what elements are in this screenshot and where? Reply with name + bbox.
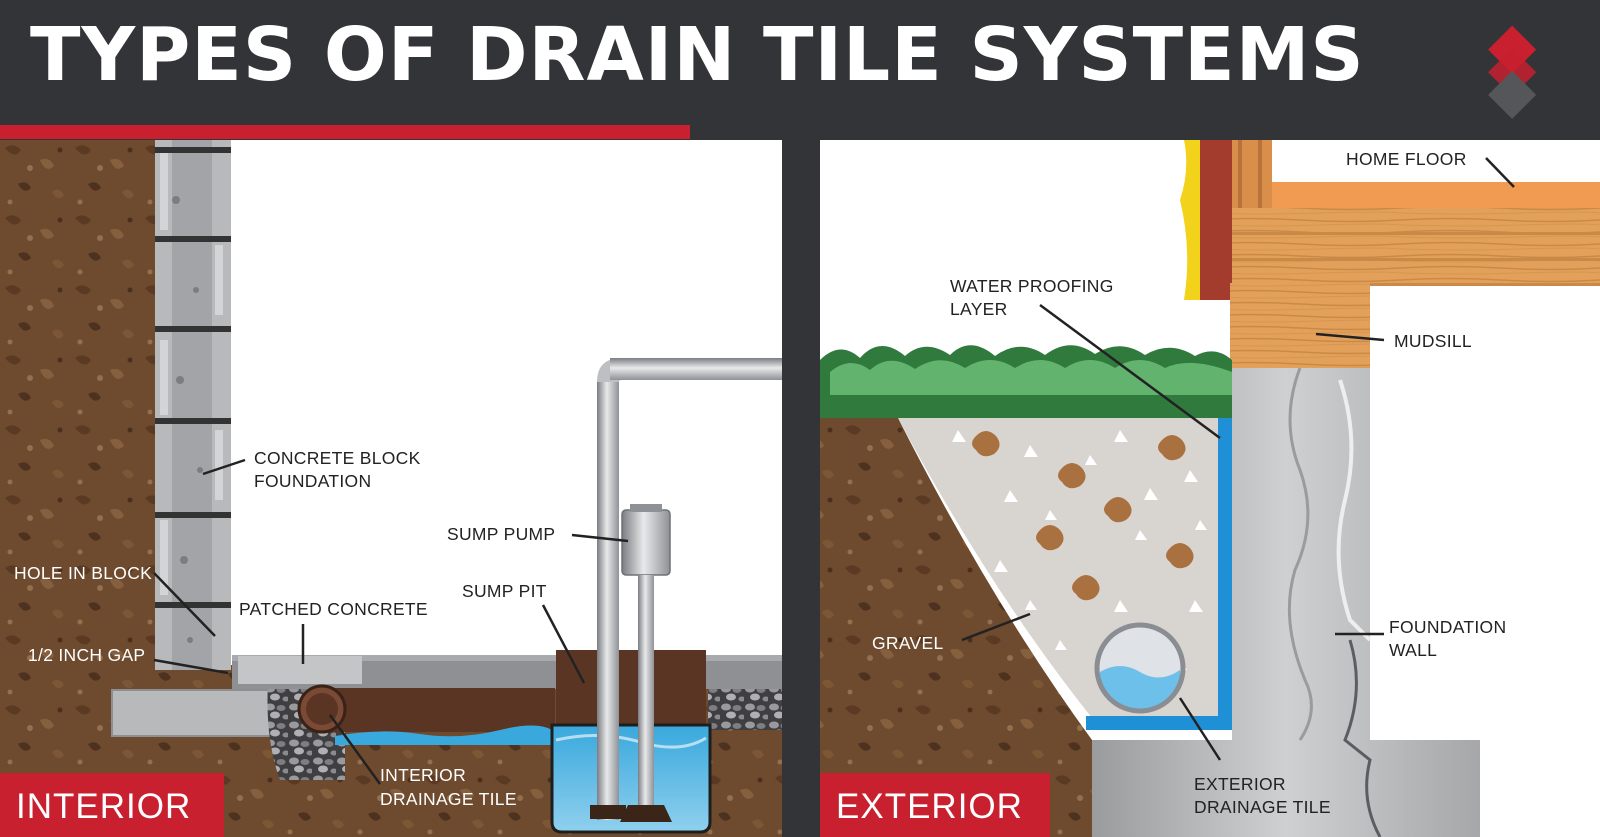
- interior-panel: CONCRETE BLOCK FOUNDATION HOLE IN BLOCK …: [0, 140, 782, 837]
- patched-concrete: [238, 656, 362, 684]
- label-patched-concrete: PATCHED CONCRETE: [239, 599, 428, 619]
- label-water-proofing-layer: LAYER: [950, 299, 1008, 319]
- exterior-tag-label: EXTERIOR: [836, 787, 1023, 826]
- trench-water: [335, 725, 555, 745]
- header-bar: TYPES OF DRAIN TILE SYSTEMS: [0, 0, 1600, 140]
- exterior-panel: HOME FLOOR WATER PROOFING LAYER MUDSILL …: [820, 140, 1600, 837]
- concrete-block-wall: [155, 140, 231, 670]
- panel-divider: [782, 140, 820, 837]
- sump-pit: [550, 650, 712, 834]
- exterior-soil: [820, 418, 1092, 837]
- exterior-tag: EXTERIOR: [820, 773, 1050, 837]
- label-foundation-wall: FOUNDATION: [1389, 617, 1506, 637]
- exterior-drainage-pipe: [1094, 622, 1186, 714]
- label-interior-drainage-tile: INTERIOR: [380, 765, 466, 785]
- page-title: TYPES OF DRAIN TILE SYSTEMS: [30, 12, 1365, 98]
- brand-logo-icon: [1488, 25, 1537, 119]
- label-half-inch-gap: 1/2 INCH GAP: [28, 645, 145, 665]
- label-exterior-drainage-tile-2: DRAINAGE TILE: [1194, 797, 1331, 817]
- label-concrete-block-foundation: FOUNDATION: [254, 471, 371, 491]
- discharge-pipe: [590, 358, 782, 820]
- footing: [111, 689, 278, 737]
- mudsill: [1230, 283, 1370, 368]
- title-underline: [0, 125, 690, 139]
- label-foundation-wall-2: WALL: [1389, 640, 1437, 660]
- home-floor: [1180, 140, 1600, 350]
- interior-tag-label: INTERIOR: [16, 787, 191, 826]
- sump-pump: [620, 504, 672, 822]
- label-sump-pump: SUMP PUMP: [447, 524, 555, 544]
- label-gravel: GRAVEL: [872, 633, 944, 653]
- label-concrete-block: CONCRETE BLOCK: [254, 448, 421, 468]
- label-sump-pit: SUMP PIT: [462, 581, 547, 601]
- label-home-floor: HOME FLOOR: [1346, 149, 1467, 169]
- exterior-leader-lines: [961, 157, 1515, 761]
- foundation-wall: [1092, 367, 1480, 837]
- label-hole-in-block: HOLE IN BLOCK: [14, 563, 152, 583]
- label-interior-drainage-tile-2: DRAINAGE TILE: [380, 789, 517, 809]
- interior-tag: INTERIOR: [0, 773, 224, 837]
- interior-leader-lines: [153, 458, 629, 785]
- label-exterior-drainage-tile: EXTERIOR: [1194, 774, 1286, 794]
- label-water-proofing: WATER PROOFING: [950, 276, 1114, 296]
- label-mudsill: MUDSILL: [1394, 331, 1472, 351]
- waterproofing-layer: [1086, 418, 1232, 730]
